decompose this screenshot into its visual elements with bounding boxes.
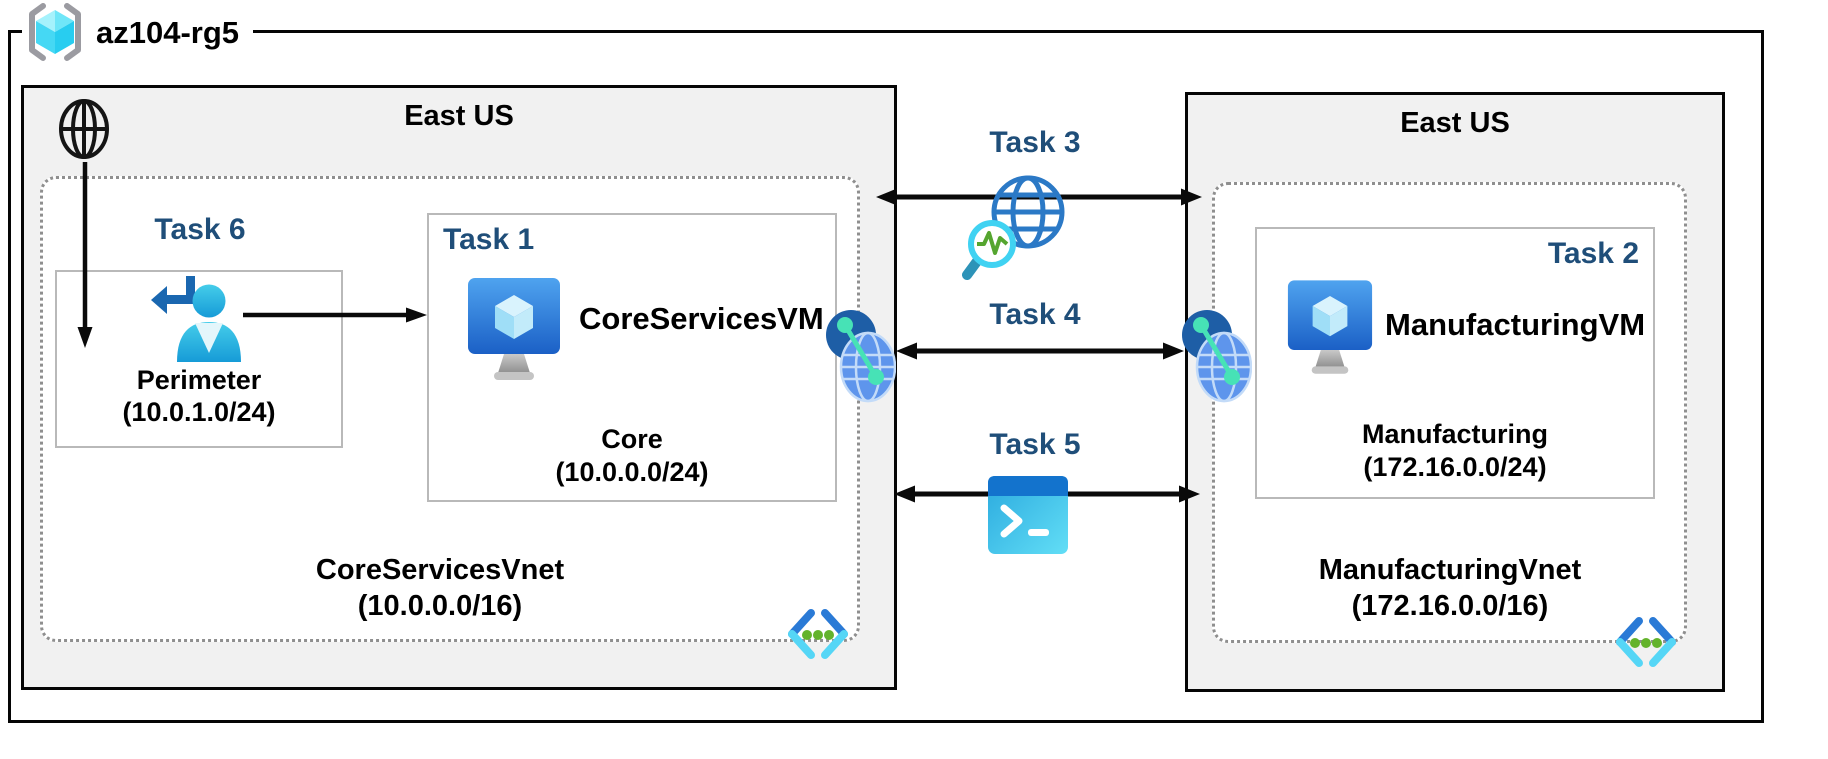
manufacturing-vnet-label: ManufacturingVnet (172.16.0.0/16) <box>1240 552 1660 625</box>
task6-label: Task 6 <box>154 213 246 246</box>
resource-group-icon <box>22 1 88 63</box>
core-subnet-cidr: (10.0.0.0/24) <box>555 456 709 487</box>
manufacturing-vnet-name: ManufacturingVnet <box>1318 554 1582 586</box>
perimeter-subnet-box: Perimeter (10.0.1.0/24) <box>55 270 343 448</box>
virtual-machine-icon <box>1287 279 1373 377</box>
perimeter-subnet-cidr: (10.0.1.0/24) <box>122 397 276 428</box>
virtual-network-icon <box>1612 614 1680 672</box>
perimeter-subnet-name: Perimeter <box>136 365 262 395</box>
task4-label: Task 4 <box>989 298 1081 331</box>
region-right-title: East US <box>1400 107 1510 139</box>
manufacturing-subnet-name: Manufacturing <box>1362 419 1548 450</box>
virtual-network-icon <box>784 606 852 664</box>
core-services-vnet-name: CoreServicesVnet <box>315 554 565 586</box>
internet-globe-icon <box>58 98 110 160</box>
resource-group-header: az104-rg5 <box>22 0 254 64</box>
cloud-shell-icon <box>988 476 1068 554</box>
task2-label: Task 2 <box>1547 237 1639 270</box>
vnet-peering-icon <box>824 303 896 403</box>
internet-to-perimeter-arrow <box>76 162 94 348</box>
manufacturing-subnet-cidr: (172.16.0.0/24) <box>1363 451 1547 482</box>
core-services-vnet-cidr: (10.0.0.0/16) <box>357 590 523 623</box>
task5-label: Task 5 <box>989 428 1081 461</box>
resource-group-box <box>8 30 1764 723</box>
task4-arrow <box>896 339 1184 363</box>
virtual-machine-icon <box>467 277 561 383</box>
perimeter-to-core-arrow <box>243 303 427 327</box>
core-subnet-box: Task 1 CoreServicesVM <box>427 213 837 502</box>
manufacturing-subnet-text: Manufacturing (172.16.0.0/24) <box>1257 418 1653 483</box>
region-left-title: East US <box>404 100 514 132</box>
perimeter-access-icon <box>149 276 249 364</box>
manufacturing-subnet-box: Task 2 ManufacturingVM <box>1255 227 1655 499</box>
resource-group-name: az104-rg5 <box>96 14 240 50</box>
manufacturing-vnet-cidr: (172.16.0.0/16) <box>1351 590 1549 623</box>
core-subnet-name: Core <box>601 424 663 455</box>
vnet-peering-icon <box>1180 303 1252 403</box>
manufacturing-vm-name: ManufacturingVM <box>1385 307 1646 342</box>
task1-label: Task 1 <box>443 223 535 256</box>
task3-label: Task 3 <box>989 126 1081 159</box>
core-services-vnet-label: CoreServicesVnet (10.0.0.0/16) <box>230 552 650 625</box>
network-watcher-icon <box>962 170 1074 282</box>
core-vm-name: CoreServicesVM <box>579 301 824 336</box>
core-subnet-text: Core (10.0.0.0/24) <box>429 423 835 488</box>
